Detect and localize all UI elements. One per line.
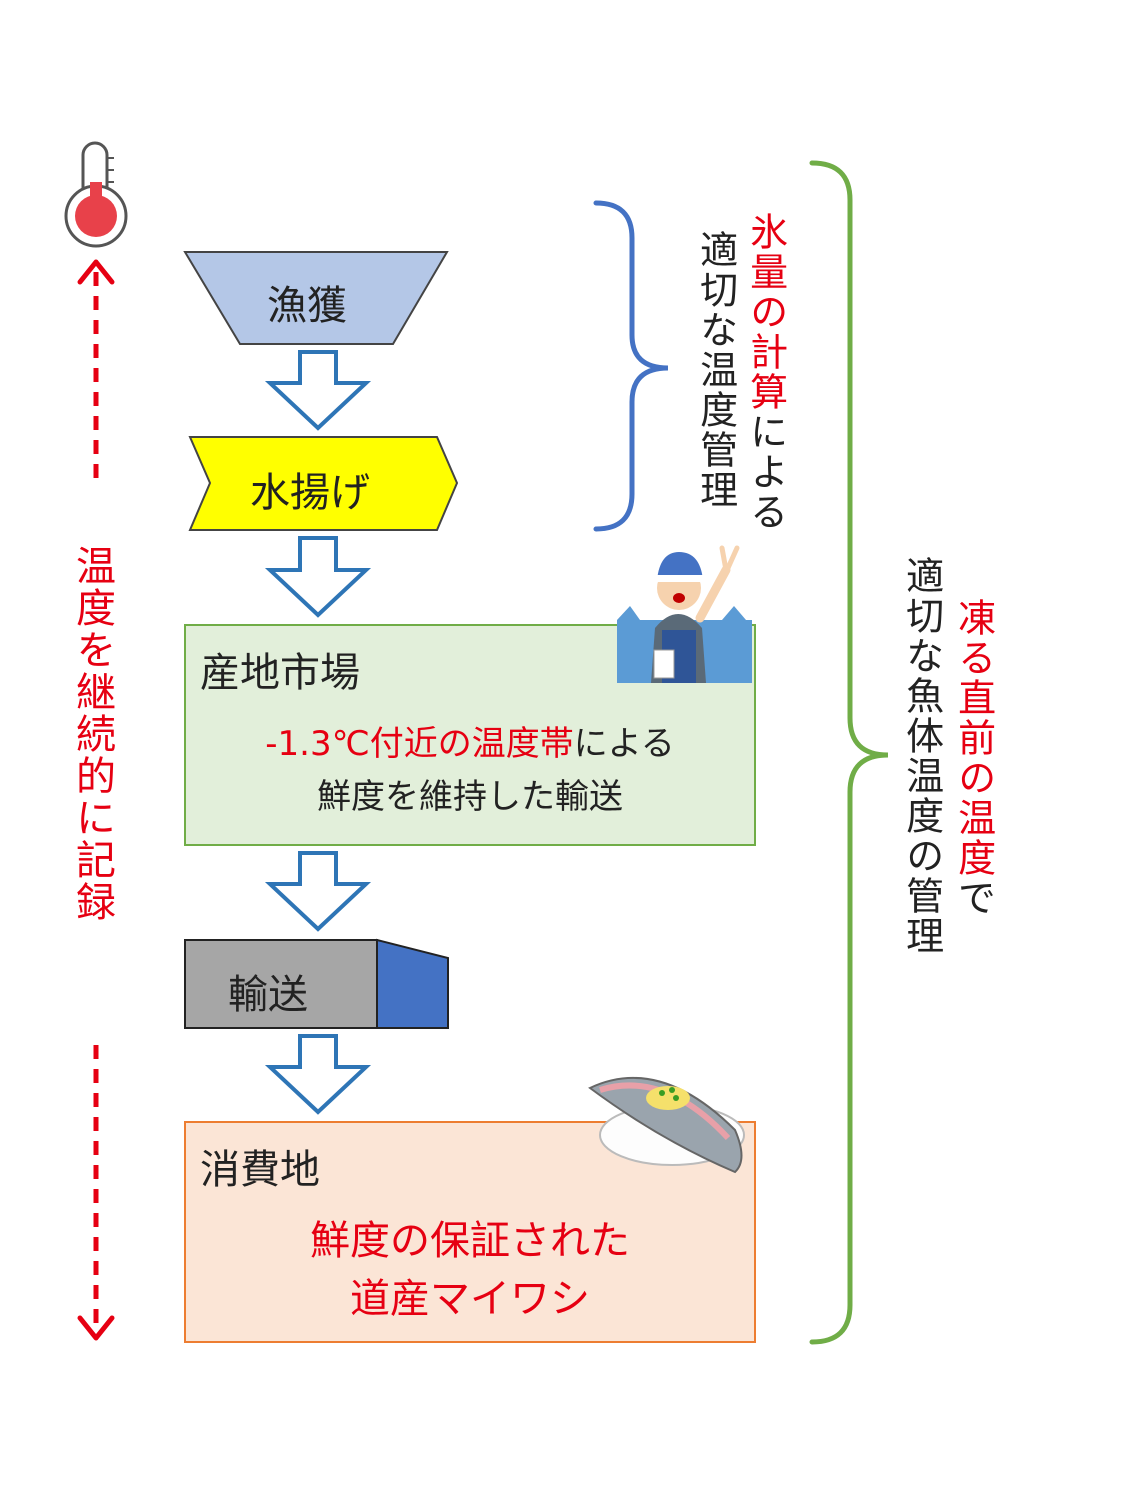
fishing-shape xyxy=(183,251,449,345)
transport-label: 輸送 xyxy=(228,972,308,1018)
fishing-label: 漁獲 xyxy=(267,283,347,329)
blue-bracket-text-col1: 氷量の計算による xyxy=(742,212,788,532)
transport-shape xyxy=(184,938,449,1029)
dashed-arrow-down xyxy=(77,1045,115,1341)
landing-shape xyxy=(188,436,459,531)
green-bracket-text-col2: 適切な魚体温度の管理 xyxy=(899,556,944,956)
flow-arrow-2 xyxy=(264,536,372,618)
green-bracket xyxy=(809,160,889,1345)
freeze-red-1: 凍る直前の xyxy=(951,598,996,798)
flow-arrow-4 xyxy=(264,1034,372,1115)
sushi-icon xyxy=(588,1076,745,1174)
consumer-line2: 道産マイワシ xyxy=(350,1276,590,1322)
market-temp-black: による xyxy=(573,724,675,764)
thermometer-icon xyxy=(64,141,128,248)
market-temp-red: -1.3℃付近の温度帯 xyxy=(265,724,574,764)
left-record-label: 温度を継続的に記録 xyxy=(69,545,115,923)
freeze-red-2: 温度 xyxy=(951,798,996,878)
flow-arrow-1 xyxy=(264,350,372,431)
consumer-title: 消費地 xyxy=(200,1147,320,1193)
market-line2: 鮮度を維持した輸送 xyxy=(317,776,623,817)
ice-calc-black: による xyxy=(743,412,788,532)
flow-arrow-3 xyxy=(264,851,372,932)
blue-bracket xyxy=(593,200,669,532)
freeze-black: で xyxy=(951,878,996,918)
consumer-line1: 鮮度の保証された xyxy=(310,1218,630,1264)
blue-bracket-text-col2: 適切な温度管理 xyxy=(693,230,738,510)
market-title: 産地市場 xyxy=(200,650,360,696)
ice-calc-red: 氷量の計算 xyxy=(743,212,788,412)
dashed-arrow-up xyxy=(77,259,115,478)
market-description: -1.3℃付近の温度帯による 鮮度を維持した輸送 xyxy=(185,718,755,823)
fisherman-icon xyxy=(617,545,752,683)
green-bracket-text-col1: 凍る直前の温度で xyxy=(950,598,996,918)
consumer-description: 鮮度の保証された 道産マイワシ xyxy=(185,1212,755,1328)
landing-label: 水揚げ xyxy=(250,470,370,516)
